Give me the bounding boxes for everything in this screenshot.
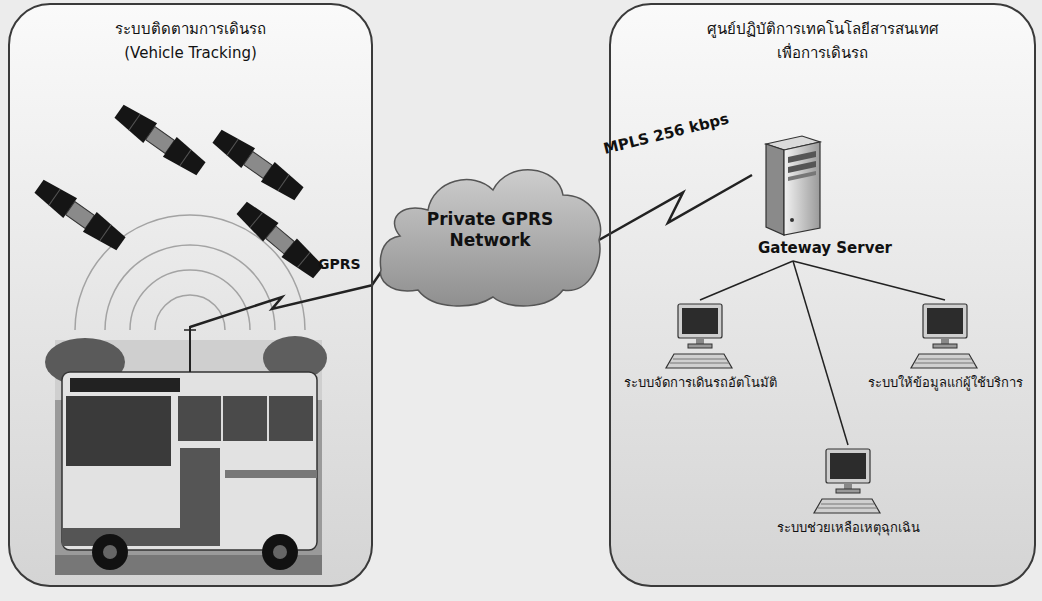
panel-fill — [609, 3, 1036, 587]
bus-photo — [45, 336, 327, 575]
workstation: ระบบจัดการเดินรถอัตโนมัติ — [620, 300, 781, 394]
system-label: ระบบช่วยเหลือเหตุฉุกเฉิน — [777, 519, 920, 537]
link-label: MPLS 256 kbps — [602, 109, 731, 158]
gprs-link-bolt — [190, 285, 373, 327]
server-icon — [758, 132, 828, 237]
workstation: ระบบช่วยเหลือเหตุฉุกเฉิน — [773, 445, 924, 539]
group-panel: ศูนย์ปฏิบัติการเทคโนโลยีสารสนเทศเพื่อการ… — [609, 3, 1036, 587]
workstation: ระบบให้ข้อมูลแก่ผู้ใช้บริการ — [864, 300, 1027, 394]
network-cloud: Private GPRS Network — [378, 150, 602, 310]
computer-icon — [909, 302, 981, 372]
gateway-server: Gateway Server — [752, 128, 898, 261]
panel-title: ศูนย์ปฏิบัติการเทคโนโลยีสารสนเทศ — [707, 17, 939, 41]
antenna — [184, 326, 196, 372]
satellite — [234, 199, 326, 282]
wireless-link — [372, 272, 381, 285]
network-line — [793, 261, 945, 300]
network-line — [793, 261, 848, 445]
panel-fill — [8, 3, 373, 587]
server-label: Gateway Server — [758, 239, 892, 257]
group-panel: ระบบติดตามการเดินรถ(Vehicle Tracking) — [8, 3, 373, 587]
link-label: GPRS — [318, 256, 361, 272]
panel-title: เพื่อการเดินรถ — [777, 41, 868, 65]
satellite — [210, 126, 306, 203]
computer-icon — [664, 302, 736, 372]
satellite — [32, 176, 128, 253]
panel-title: ระบบติดตามการเดินรถ — [115, 17, 266, 41]
wireless-link — [599, 175, 752, 240]
system-label: ระบบจัดการเดินรถอัตโนมัติ — [624, 374, 777, 392]
cloud-label: Private GPRS Network — [415, 209, 565, 251]
satellite — [112, 101, 208, 178]
network-line — [700, 261, 793, 300]
panel-title: (Vehicle Tracking) — [124, 41, 257, 65]
computer-icon — [812, 447, 884, 517]
system-label: ระบบให้ข้อมูลแก่ผู้ใช้บริการ — [868, 374, 1023, 392]
